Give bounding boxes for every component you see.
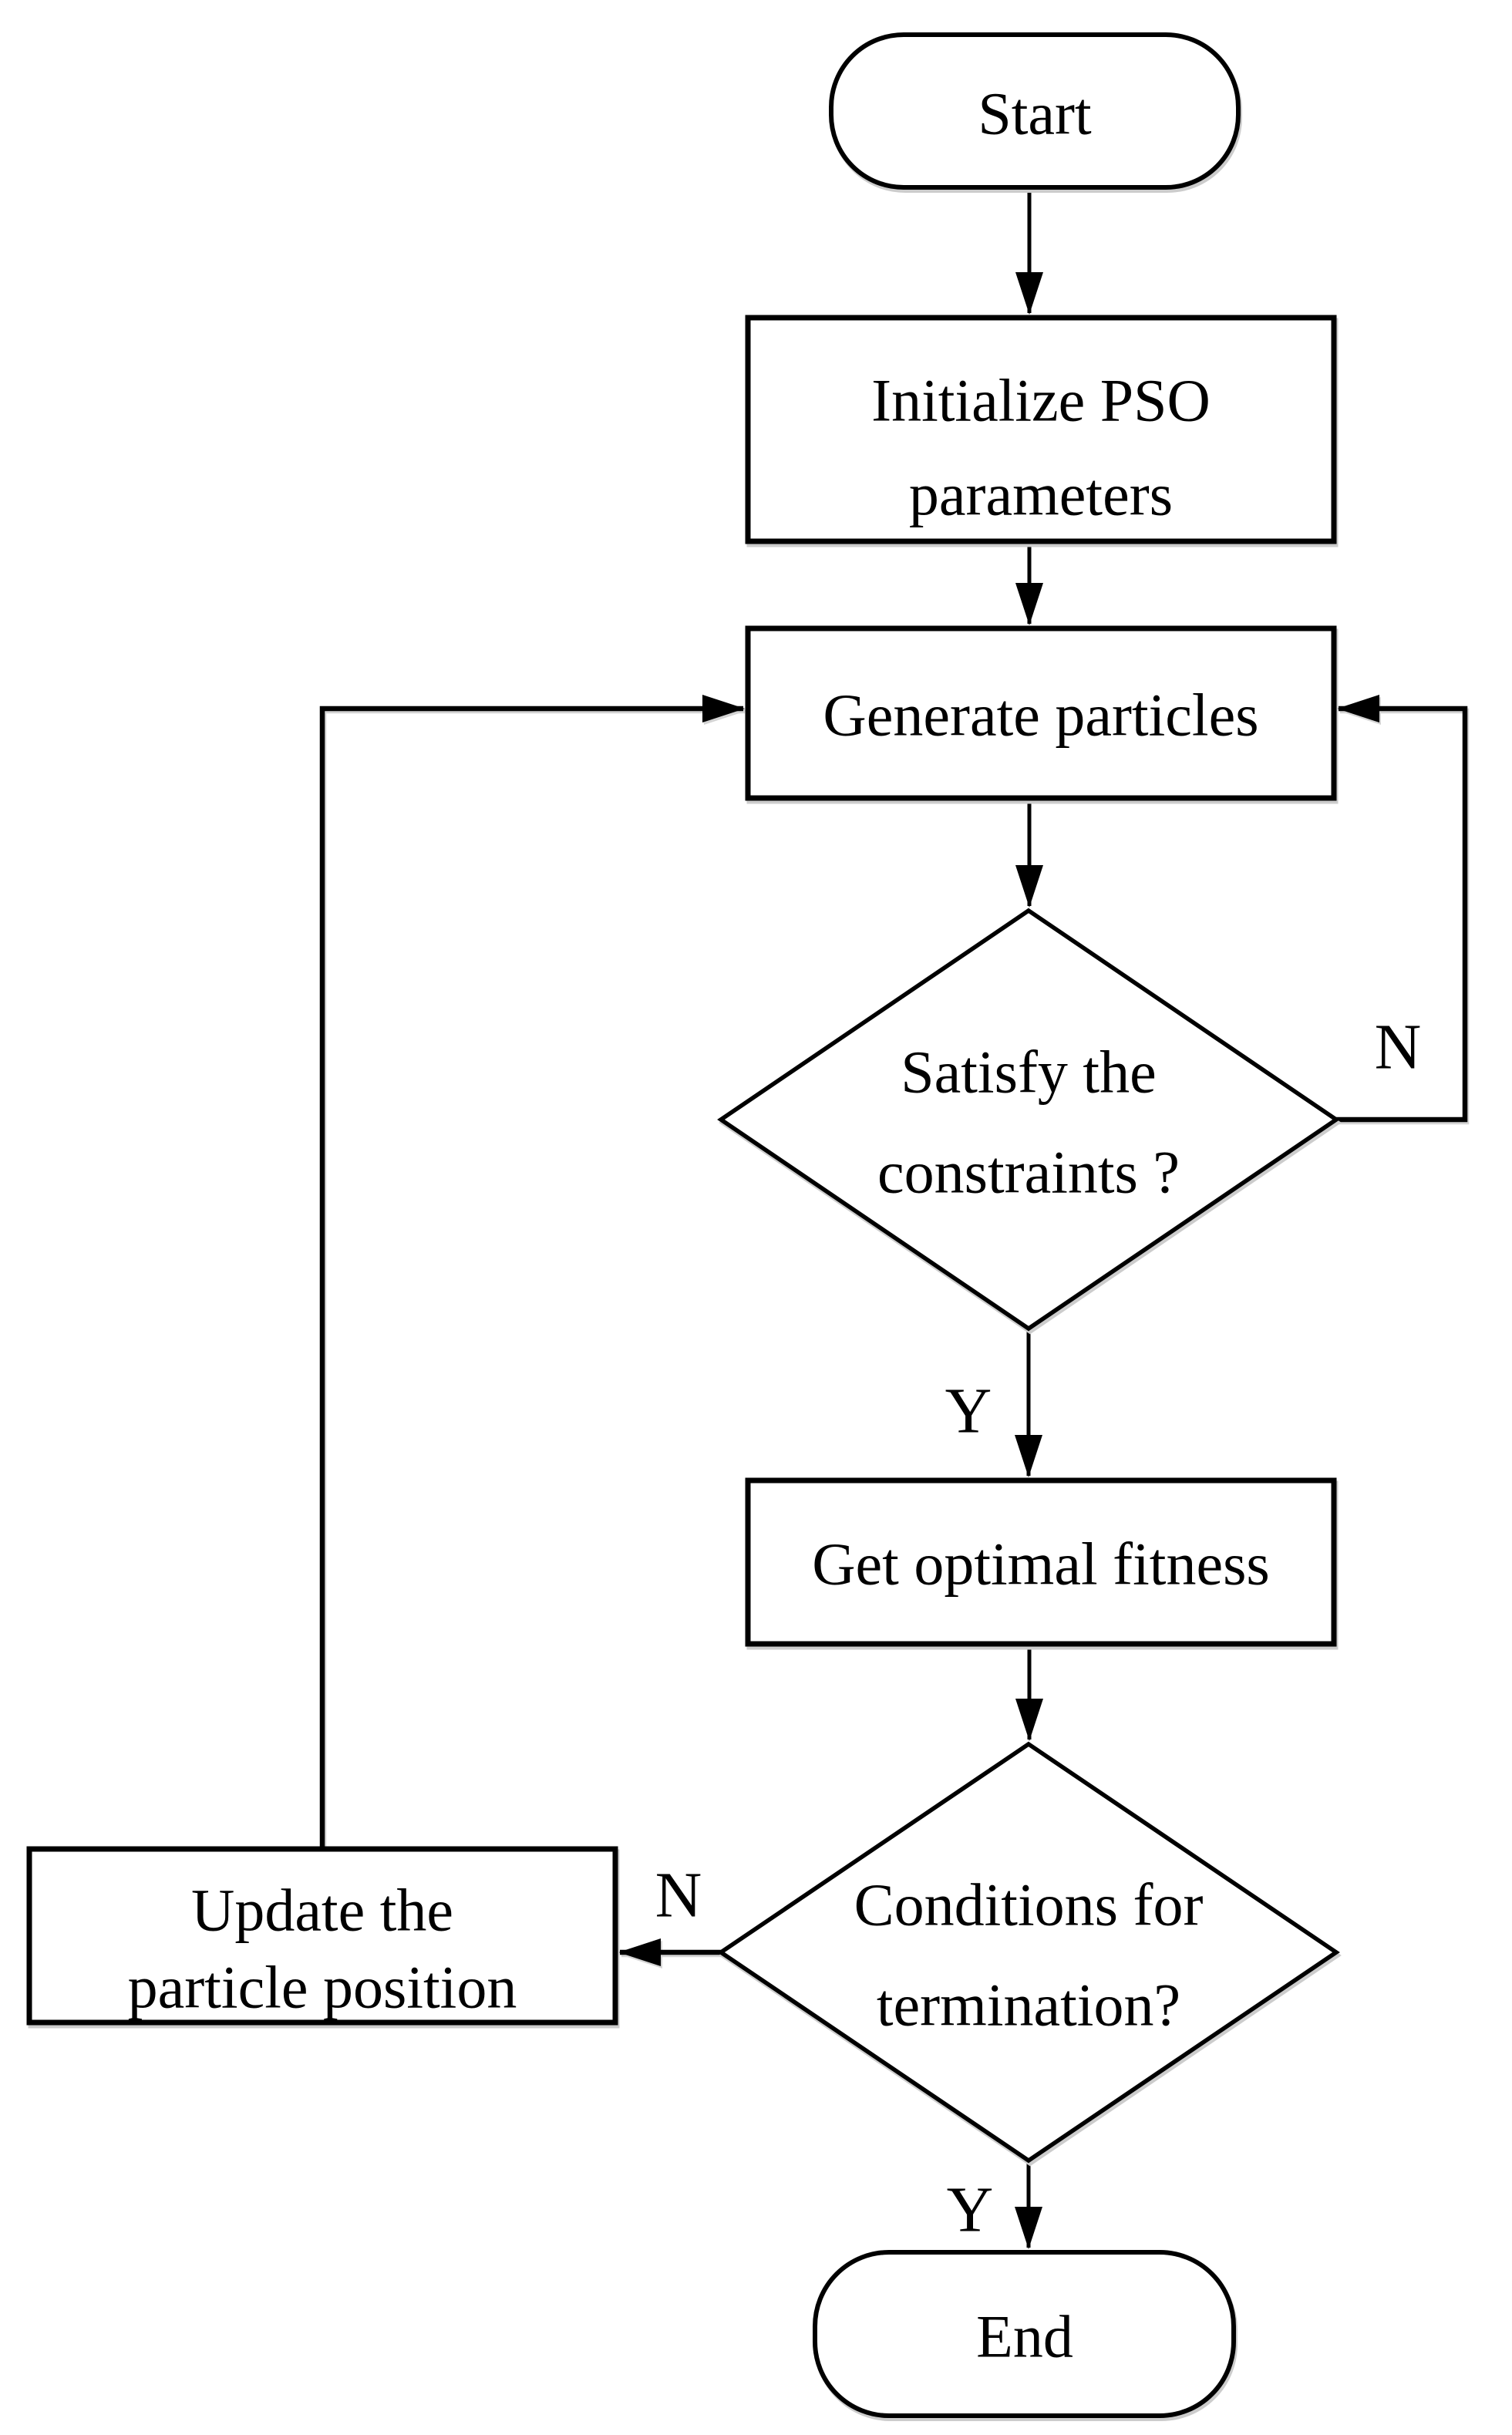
start-label: Start bbox=[978, 80, 1092, 147]
branch-labels: N Y N Y bbox=[655, 1012, 1422, 2246]
end-node bbox=[813, 2250, 1236, 2418]
update-node bbox=[26, 1846, 618, 2026]
termination-label-line1: Conditions for bbox=[854, 1871, 1204, 1938]
end-label: End bbox=[976, 2303, 1073, 2370]
termination-no-label: N bbox=[655, 1860, 702, 1931]
constraints-yes-label: Y bbox=[945, 1376, 992, 1447]
constraints-decision bbox=[717, 908, 1340, 1332]
initialize-node bbox=[745, 315, 1337, 544]
termination-yes-label: Y bbox=[947, 2174, 994, 2246]
fitness-label: Get optimal fitness bbox=[812, 1531, 1270, 1598]
nodes: Start Initialize PSO parameters Generate… bbox=[26, 32, 1340, 2418]
initialize-label-line1: Initialize PSO bbox=[871, 367, 1211, 434]
initialize-label-line2: parameters bbox=[909, 461, 1173, 528]
constraints-label-line2: constraints ? bbox=[877, 1139, 1180, 1206]
edge-update-loop-to-generate bbox=[319, 695, 745, 1849]
start-node bbox=[829, 32, 1241, 190]
termination-decision bbox=[717, 1741, 1340, 2164]
update-label-line2: particle position bbox=[128, 1954, 517, 2021]
update-label-line1: Update the bbox=[191, 1877, 453, 1944]
termination-label-line2: termination? bbox=[877, 1972, 1180, 2039]
generate-label: Generate particles bbox=[823, 682, 1258, 749]
fitness-node bbox=[745, 1477, 1337, 1647]
generate-node bbox=[745, 625, 1337, 801]
constraints-no-label: N bbox=[1375, 1012, 1422, 1083]
edges bbox=[319, 187, 1468, 2249]
edge-constraints-no-loop bbox=[1336, 695, 1468, 1123]
constraints-label-line1: Satisfy the bbox=[901, 1039, 1156, 1106]
